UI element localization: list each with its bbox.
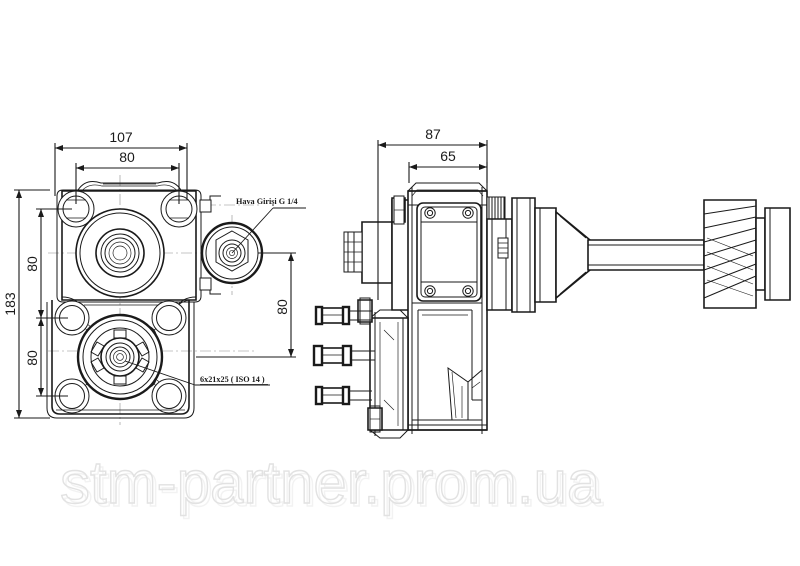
dim-80-top-label: 80 [119,149,135,165]
note-spline: 6x21x25 ( ISO 14 ) [124,360,270,386]
dim-80-upper-left-label: 80 [24,256,40,272]
helical-spline-lines [703,205,757,299]
dim-107: 107 [54,129,188,200]
front-view-lower-flange [46,300,195,419]
dim-80-right: 80 [196,252,296,358]
side-view-cover-plate [416,202,482,302]
dim-80-top: 80 [75,149,180,204]
side-view-lug-bolt-lower [367,405,383,433]
spline-teeth [90,329,150,385]
dim-87-label: 87 [425,126,441,142]
side-view-output-hub [486,196,513,311]
note-air-inlet: Hava Girişi G 1/4 [231,197,306,254]
watermark-shadow: stm-partner.prom.ua [63,452,604,519]
dim-80-right-label: 80 [274,299,290,315]
note-spline-label: 6x21x25 ( ISO 14 ) [200,375,265,384]
dim-80-lower-left: 80 [24,318,68,397]
dim-80-lower-left-label: 80 [24,350,40,366]
dim-87: 87 [377,126,488,300]
watermark-text: stm-partner.prom.ua [60,449,601,516]
note-air-inlet-label: Hava Girişi G 1/4 [236,197,298,206]
side-view-splined-end [703,199,791,309]
side-view-hex-bolt-top [391,195,406,225]
hydraulic-fitting-2 [312,344,375,367]
side-view-hydraulic-fittings [312,305,375,406]
hydraulic-fitting-1 [314,305,372,326]
side-view-side-lugs [369,309,409,439]
dim-183-label: 183 [2,292,18,316]
dim-107-label: 107 [109,129,133,145]
dim-80-upper-left: 80 [24,208,72,319]
dim-65: 65 [408,148,488,183]
side-view-drive-shaft [587,239,705,271]
dim-183: 183 [2,189,50,419]
side-view-bearing-flange [511,197,557,313]
side-view: 87 65 [312,126,791,439]
watermark: stm-partner.prom.ua stm-partner.prom.ua [59,448,604,519]
side-view-gearbox-body [407,182,488,434]
front-view-upper-housing [56,181,202,312]
front-view: 107 80 183 80 [2,129,306,425]
dim-65-label: 65 [440,148,456,164]
hydraulic-fitting-3 [314,385,372,406]
thread-hatch [488,197,505,219]
